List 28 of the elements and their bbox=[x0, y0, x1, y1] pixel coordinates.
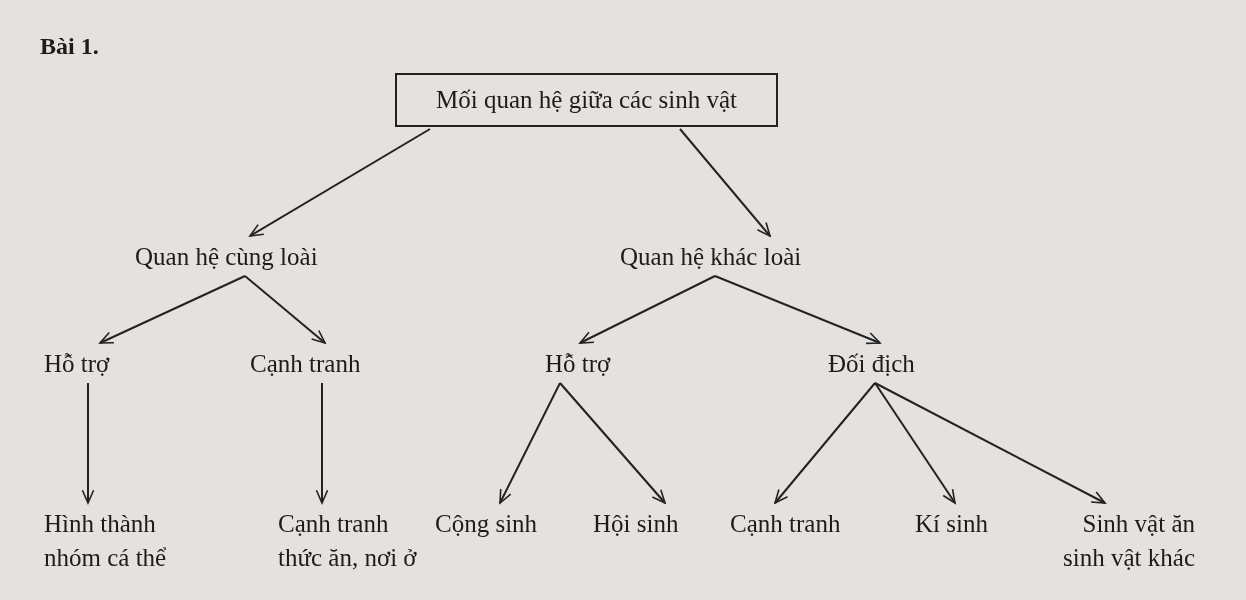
arrow bbox=[679, 128, 771, 237]
title-box: Mối quan hệ giữa các sinh vật bbox=[395, 73, 778, 127]
arrow bbox=[249, 128, 431, 237]
arrow bbox=[559, 382, 666, 504]
concept-label: Hỗ trợ bbox=[545, 347, 611, 381]
concept-label: Quan hệ khác loài bbox=[620, 240, 802, 274]
arrow bbox=[499, 382, 561, 504]
concept-label: Đối địch bbox=[828, 347, 915, 381]
exercise-title: Bài 1. bbox=[40, 32, 99, 61]
concept-label: Sinh vật ăn sinh vật khác bbox=[1045, 507, 1195, 575]
concept-label: Cộng sinh bbox=[435, 507, 538, 541]
concept-label: Cạnh tranh bbox=[730, 507, 841, 541]
arrow bbox=[874, 382, 956, 504]
arrow bbox=[714, 275, 881, 345]
arrow bbox=[315, 382, 329, 504]
concept-label: Cạnh tranh bbox=[250, 347, 361, 381]
arrow bbox=[244, 275, 326, 344]
arrow bbox=[99, 275, 246, 344]
arrow bbox=[774, 382, 876, 504]
arrow bbox=[579, 275, 716, 344]
arrow bbox=[81, 382, 95, 504]
arrow bbox=[874, 382, 1106, 504]
concept-label: Cạnh tranh thức ăn, nơi ở bbox=[278, 507, 426, 575]
concept-label: Quan hệ cùng loài bbox=[135, 240, 318, 274]
concept-label: Hội sinh bbox=[593, 507, 679, 541]
concept-label: Hình thành nhóm cá thể bbox=[44, 507, 194, 575]
concept-label: Kí sinh bbox=[915, 507, 988, 541]
concept-label: Hỗ trợ bbox=[44, 347, 110, 381]
